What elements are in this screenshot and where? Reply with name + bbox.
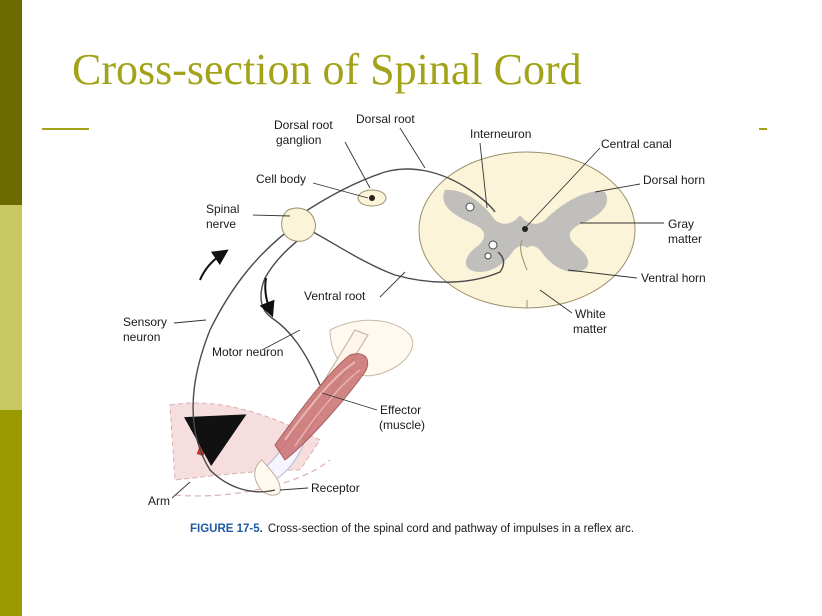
title-rule-left: [42, 128, 89, 130]
figure-caption-text: Cross-section of the spinal cord and pat…: [268, 523, 634, 535]
interneuron-synapse-top: [465, 202, 475, 212]
label-ventral-root: Ventral root: [304, 289, 366, 303]
label-effector-line1: Effector: [380, 403, 421, 417]
figure-caption-label: FIGURE 17-5.: [190, 523, 263, 535]
motor-synapse: [484, 252, 492, 260]
accent-bar-top: [0, 0, 22, 205]
label-cell-body: Cell body: [256, 172, 306, 186]
label-gray-matter-line1: Gray: [668, 217, 694, 231]
spinal-nerve-bulb: [281, 207, 316, 242]
label-spinal-nerve-line2: nerve: [206, 217, 236, 231]
label-dorsal-root-ganglion-line2: ganglion: [276, 133, 321, 147]
label-receptor: Receptor: [311, 481, 360, 495]
label-motor-neuron: Motor neuron: [212, 345, 283, 359]
arm-illustration: [169, 319, 413, 497]
label-dorsal-horn: Dorsal horn: [643, 173, 705, 187]
interneuron-synapse-bottom: [488, 240, 498, 250]
motor-impulse-arrow: [259, 277, 275, 318]
label-dorsal-root: Dorsal root: [356, 112, 415, 126]
ventral-root-path: [299, 224, 505, 283]
label-white-matter-line1: White: [575, 307, 606, 321]
figure-caption: FIGURE 17-5. Cross-section of the spinal …: [190, 523, 634, 535]
label-dorsal-root-ganglion-line1: Dorsal root: [274, 118, 333, 132]
accent-bar-bottom: [0, 410, 22, 616]
label-ventral-horn: Ventral horn: [641, 271, 706, 285]
slide-title: Cross-section of Spinal Cord: [72, 45, 582, 94]
spinal-cord-section: [418, 151, 636, 309]
label-effector-line2: (muscle): [379, 418, 425, 432]
sensory-impulse-arrow: [199, 249, 229, 281]
label-interneuron: Interneuron: [470, 127, 531, 141]
cell-body-dot: [369, 195, 375, 201]
label-arm: Arm: [148, 494, 170, 508]
label-gray-matter-line2: matter: [668, 232, 702, 246]
label-sensory-neuron-line1: Sensory: [123, 315, 167, 329]
label-white-matter-line2: matter: [573, 322, 607, 336]
title-rule-right: [759, 128, 767, 130]
accent-bar-middle: [0, 205, 22, 410]
label-sensory-neuron-line2: neuron: [123, 330, 160, 344]
label-central-canal: Central canal: [601, 137, 672, 151]
leader-lines: [171, 127, 664, 499]
label-spinal-nerve-line1: Spinal: [206, 202, 239, 216]
sensory-neuron-path: [192, 221, 301, 493]
